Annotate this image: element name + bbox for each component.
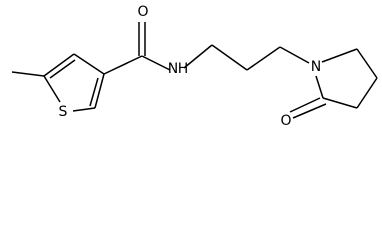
thiophene-ring [43, 53, 105, 112]
bond-n-ch2-1 [183, 44, 213, 69]
bond-ring-ch2-ch2 [356, 48, 378, 79]
bond-ch2-carbonyl [322, 97, 358, 109]
bond-ring-ch2-ch2-b [356, 77, 378, 109]
atom-label-amide-nitrogen: N [168, 61, 178, 77]
bond-s-c2 [43, 75, 61, 103]
bond-c4-c5 [94, 73, 105, 109]
bond-c4-c5-inner [89, 77, 99, 107]
molecule-structure: O N H S N O [11, 4, 378, 129]
atom-label-amide-oxygen: O [137, 4, 148, 20]
bond-lactam-o-2 [292, 103, 327, 119]
atom-label-sulfur: S [59, 104, 68, 120]
bond-c3-c4 [73, 53, 105, 75]
pyrrolidinone-ring [289, 48, 378, 119]
bond-c5-s [72, 107, 96, 112]
atom-label-ring-nitrogen: N [311, 59, 321, 75]
bond-ch2-2-ch2-3 [246, 46, 281, 71]
bond-c2-c3-inner [49, 59, 76, 79]
bond-carbonyl-n [141, 55, 171, 71]
bond-carbonyl-n-ring [315, 75, 324, 99]
bond-ch2-1-ch2-2 [211, 44, 248, 71]
bond-lactam-o-1 [289, 97, 321, 113]
propyl-chain [183, 44, 310, 71]
bond-ch2-3-n [279, 46, 310, 64]
bond-methyl [11, 71, 45, 77]
bond-n-ch2-ring [321, 48, 358, 63]
amide-group [103, 22, 171, 75]
bond-ring-carbonyl [103, 55, 143, 75]
atom-label-lactam-oxygen: O [280, 113, 291, 129]
atom-label-amide-hydrogen: H [178, 61, 189, 77]
bond-c2-c3 [43, 53, 75, 77]
